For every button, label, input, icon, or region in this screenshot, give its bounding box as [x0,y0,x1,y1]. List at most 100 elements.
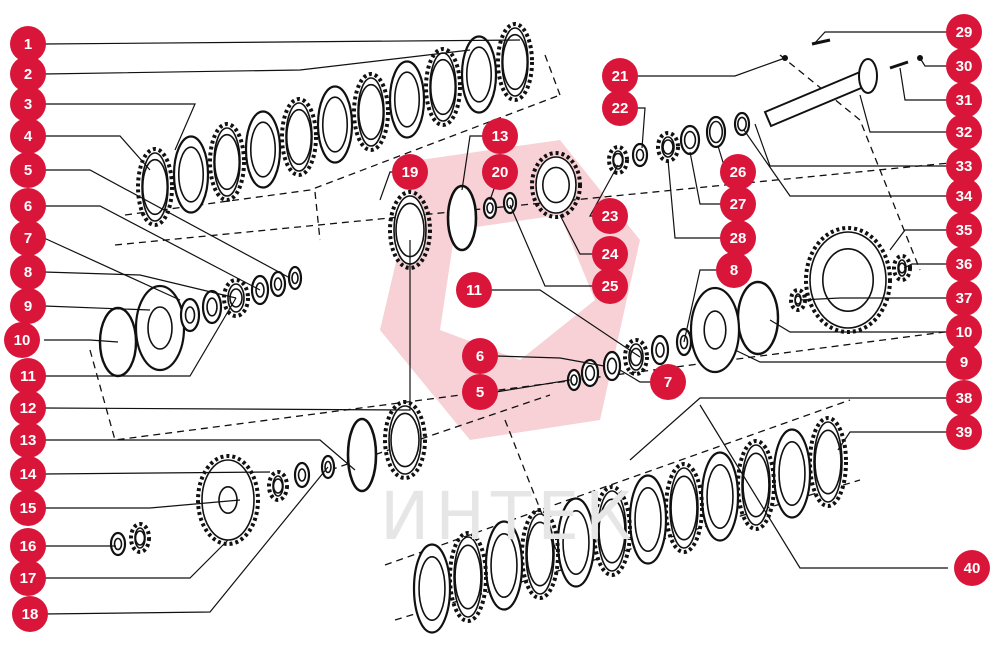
disc-12-lower-body [388,405,422,475]
bottom-clutch-plate-12-hole [418,556,446,621]
callout-badge-left-9: 9 [10,288,46,324]
ring-34 [733,111,751,137]
drum-35-hole [821,248,874,313]
top-clutch-plate-3-hole [429,58,457,116]
top-clutch-plate-2 [460,35,498,114]
washer-6-right [602,350,622,382]
leader-line-8 [43,271,237,299]
leader-line-42 [837,431,948,451]
top-clutch-plate-3-body [429,52,457,122]
gear-24-teeth [530,151,582,219]
top-clutch-plate-11-teeth [136,147,174,227]
snap-ring-13-lower [346,417,378,493]
washer-20-rim [482,196,498,220]
bottom-clutch-plate-8 [556,497,596,588]
top-clutch-plate-11 [136,147,174,227]
bottom-clutch-plate-7-teeth [592,485,632,577]
leader-line-14 [43,471,271,475]
bearing-28 [656,131,680,163]
bearing-15 [129,522,151,554]
leader-line-15 [44,499,241,509]
top-clutch-plate-4-hole [393,71,421,128]
callout-badge-top-center-8: 25 [592,268,628,304]
washer-lower-b-rim [293,461,311,489]
callout-badge-top-center-5: 22 [602,90,638,126]
ring-5-right [566,368,582,392]
leader-line-32 [899,67,948,101]
ring-34-rim [733,111,751,137]
bottom-clutch-plate-3-body [741,444,771,526]
washer-left-b-hole [206,297,218,317]
leader-line-31 [919,57,948,67]
callout-badge-right-8: 36 [946,246,982,282]
bottom-clutch-plate-6-hole [634,487,662,552]
bearing-14-teeth [267,470,289,502]
washer-18 [320,454,336,480]
top-clutch-plate-1-body [501,27,529,97]
washer-left-b-rim [201,289,223,325]
dashed-boundary-2 [544,54,561,96]
callout-badge-right-12: 38 [946,380,982,416]
callout-badge-left-10: 10 [4,322,40,358]
bottom-clutch-plate-3-teeth [736,439,776,531]
leader-line-18 [43,466,329,615]
bottom-clutch-plate-3 [736,439,776,531]
leader-line-30 [813,31,948,45]
snap-ring-10-right [736,280,780,356]
top-clutch-plate-9-body [213,127,241,197]
callout-badge-right-2: 30 [946,48,982,84]
disc-12-upper-teeth [388,190,432,270]
top-clutch-plate-11-body [141,152,169,222]
bearing-11-right [623,338,649,376]
bottom-clutch-plate-2 [772,428,812,519]
top-clutch-plate-5-teeth [352,72,390,152]
bearing-36-teeth [892,254,912,282]
washer-right-b-hole [584,365,596,381]
bearing-11-left-teeth [222,278,250,318]
callout-badge-top-center-11: 28 [720,220,756,256]
ring-27 [679,124,701,156]
bottom-clutch-plate-9-teeth [520,508,560,600]
washer-22 [631,142,649,168]
leader-line-10 [44,339,119,343]
gear-17 [196,454,260,546]
ring-34-hole [736,116,747,132]
seal-8-right-hole [679,334,689,350]
leader-line-1 [43,39,521,45]
bottom-clutch-plate-1-teeth [808,416,848,508]
bearing-15-hole [134,530,146,546]
leader-line-7 [43,237,181,301]
seal-6-left-hole [273,277,283,291]
leader-line-22 [620,57,786,77]
callout-badge-left-3: 3 [10,86,46,122]
callout-badge-right-7: 35 [946,212,982,248]
top-clutch-plate-6 [316,85,354,164]
shaft-body [763,70,868,128]
bottom-clutch-plate-6 [628,474,668,565]
bottom-clutch-plate-1 [808,416,848,508]
callout-badge-right-4: 32 [946,114,982,150]
callout-badge-left-11: 11 [10,358,46,394]
dashed-boundary-3 [314,191,321,241]
pin-31 [889,60,909,70]
leader-line-34 [754,123,948,167]
leader-line-6 [44,205,261,291]
gear-24-body [535,156,577,214]
logo-cutout [440,215,595,360]
leader-line-5 [44,169,291,279]
leader-line-47 [495,379,571,393]
callout-badge-top-center-10: 27 [720,186,756,222]
callout-badge-left-5: 5 [10,152,46,188]
piston-9-left-hole [147,306,173,350]
bearing-11-right-hole [629,347,643,367]
callout-badge-left-18: 18 [12,596,48,632]
leader-line-40 [734,349,948,363]
bottom-clutch-plate-9 [520,508,560,600]
leader-line-26 [509,204,610,287]
bottom-clutch-plate-4-hole [706,464,734,529]
leader-line-33 [859,94,948,133]
callout-badge-top-center-14: 6 [462,338,498,374]
bearing-28-hole [662,139,674,155]
ring-27-rim [679,124,701,156]
